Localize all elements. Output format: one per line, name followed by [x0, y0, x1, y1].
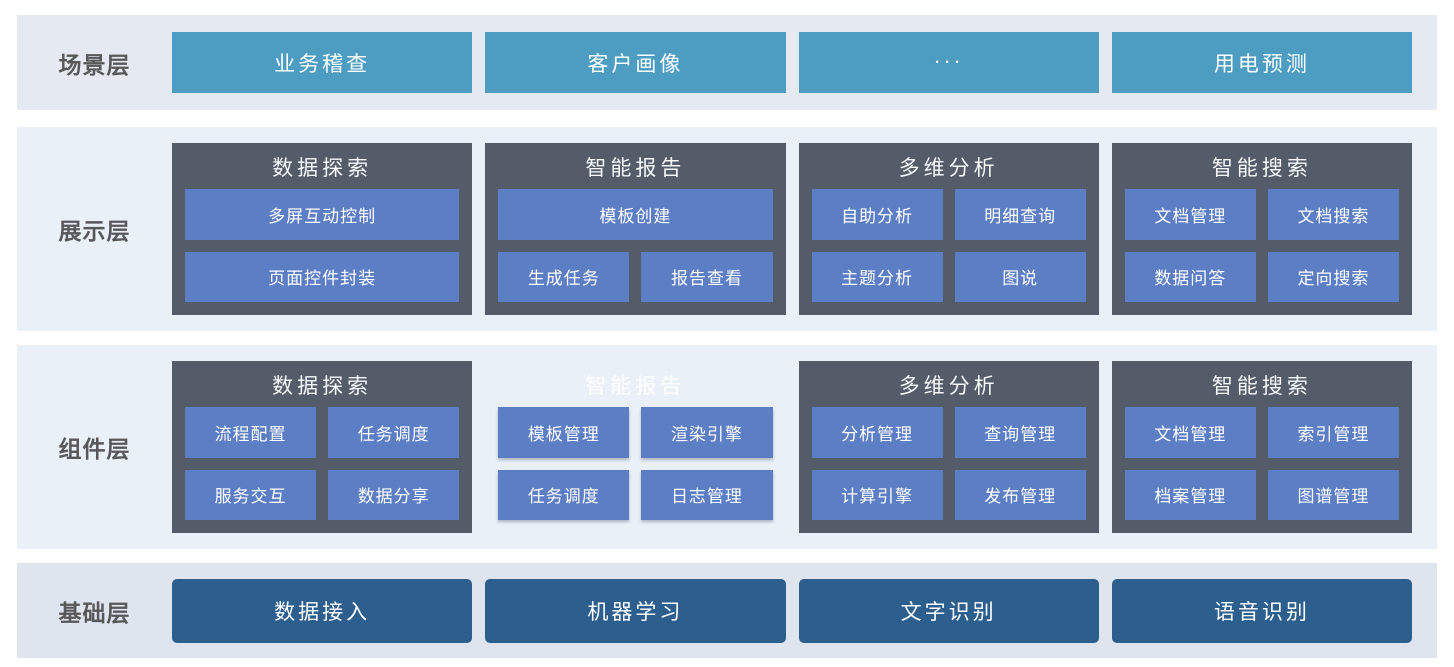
card-title: 智能搜索 [1211, 156, 1312, 180]
layer-row-presentation: 展示层 数据探索 多屏互动控制 页面控件封装 智能报告 模板创建 生成任务 报告… [17, 127, 1437, 331]
foundation-button-row: 数据接入 机器学习 文字识别 语音识别 [172, 563, 1437, 658]
card-title: 智能报告 [585, 374, 686, 398]
module-button: 主题分析 [811, 251, 943, 302]
scene-button-power-forecast: 用电预测 [1111, 32, 1412, 93]
foundation-button-ocr: 文字识别 [798, 578, 1099, 643]
scene-button-row: 业务稽查 客户画像 ··· 用电预测 [172, 15, 1437, 110]
card-title: 多维分析 [898, 374, 999, 398]
module-button: 图谱管理 [1267, 469, 1399, 520]
feature-card-data-explore: 数据探索 流程配置 任务调度 服务交互 数据分享 [172, 361, 473, 533]
module-button: 查询管理 [954, 407, 1086, 458]
layer-row-component: 组件层 数据探索 流程配置 任务调度 服务交互 数据分享 智能报告 模板管理 渲… [17, 345, 1437, 549]
module-button: 数据问答 [1124, 251, 1256, 302]
foundation-button-data-ingest: 数据接入 [172, 578, 473, 643]
module-button: 任务调度 [328, 407, 460, 458]
layer-label-presentation: 展示层 [58, 218, 131, 244]
card-title: 数据探索 [272, 156, 373, 180]
feature-card-smart-search: 智能搜索 文档管理 索引管理 档案管理 图谱管理 [1111, 361, 1412, 533]
layer-row-foundation: 基础层 数据接入 机器学习 文字识别 语音识别 [17, 563, 1437, 658]
layer-row-scene: 场景层 业务稽查 客户画像 ··· 用电预测 [17, 15, 1437, 110]
card-grid: 模板创建 生成任务 报告查看 [498, 189, 773, 302]
feature-card-data-explore: 数据探索 多屏互动控制 页面控件封装 [172, 143, 473, 315]
card-grid: 流程配置 任务调度 服务交互 数据分享 [185, 407, 460, 520]
card-title: 智能报告 [585, 156, 686, 180]
layer-label-foundation: 基础层 [58, 599, 131, 626]
component-card-row: 数据探索 流程配置 任务调度 服务交互 数据分享 智能报告 模板管理 渲染引擎 … [172, 345, 1437, 549]
card-title: 多维分析 [898, 156, 999, 180]
module-button: 图说 [954, 251, 1086, 302]
feature-card-smart-report-ghost: 智能报告 模板管理 渲染引擎 任务调度 日志管理 [485, 361, 785, 533]
card-grid: 分析管理 查询管理 计算引擎 发布管理 [811, 407, 1086, 520]
card-title: 智能搜索 [1211, 374, 1312, 398]
module-button: 发布管理 [954, 469, 1086, 520]
feature-card-smart-search: 智能搜索 文档管理 文档搜索 数据问答 定向搜索 [1111, 143, 1412, 315]
scene-button-ellipsis: ··· [798, 32, 1099, 93]
foundation-button-machine-learning: 机器学习 [485, 578, 786, 643]
card-title: 数据探索 [272, 374, 373, 398]
module-button: 明细查询 [954, 189, 1086, 240]
module-button: 数据分享 [328, 469, 460, 520]
module-button: 分析管理 [811, 407, 943, 458]
module-button: 渲染引擎 [641, 407, 773, 458]
card-grid: 自助分析 明细查询 主题分析 图说 [811, 189, 1086, 302]
module-button: 计算引擎 [811, 469, 943, 520]
module-button: 模板管理 [498, 407, 630, 458]
layer-label-component: 组件层 [58, 436, 131, 462]
feature-card-multidim-analysis: 多维分析 自助分析 明细查询 主题分析 图说 [798, 143, 1099, 315]
module-button: 自助分析 [811, 189, 943, 240]
module-button: 文档管理 [1124, 189, 1256, 240]
scene-button-business-audit: 业务稽查 [172, 32, 473, 93]
card-grid: 多屏互动控制 页面控件封装 [185, 189, 460, 302]
module-button: 文档搜索 [1267, 189, 1399, 240]
module-button: 多屏互动控制 [185, 189, 460, 240]
layer-label-scene: 场景层 [58, 51, 131, 78]
module-button: 生成任务 [498, 251, 630, 302]
card-grid: 文档管理 文档搜索 数据问答 定向搜索 [1124, 189, 1399, 302]
card-grid: 文档管理 索引管理 档案管理 图谱管理 [1124, 407, 1399, 520]
feature-card-multidim-analysis: 多维分析 分析管理 查询管理 计算引擎 发布管理 [798, 361, 1099, 533]
module-button: 档案管理 [1124, 469, 1256, 520]
feature-card-smart-report: 智能报告 模板创建 生成任务 报告查看 [485, 143, 786, 315]
module-button: 报告查看 [641, 251, 773, 302]
module-button: 服务交互 [185, 469, 317, 520]
module-button: 任务调度 [498, 469, 630, 520]
module-button: 定向搜索 [1267, 251, 1399, 302]
module-button: 流程配置 [185, 407, 317, 458]
module-button: 模板创建 [498, 189, 773, 240]
scene-button-customer-profile: 客户画像 [485, 32, 786, 93]
presentation-card-row: 数据探索 多屏互动控制 页面控件封装 智能报告 模板创建 生成任务 报告查看 多… [172, 127, 1437, 331]
module-button: 日志管理 [641, 469, 773, 520]
module-button: 索引管理 [1267, 407, 1399, 458]
foundation-button-speech-recognition: 语音识别 [1111, 578, 1412, 643]
card-grid: 模板管理 渲染引擎 任务调度 日志管理 [498, 407, 773, 520]
module-button: 文档管理 [1124, 407, 1256, 458]
module-button: 页面控件封装 [185, 251, 460, 302]
